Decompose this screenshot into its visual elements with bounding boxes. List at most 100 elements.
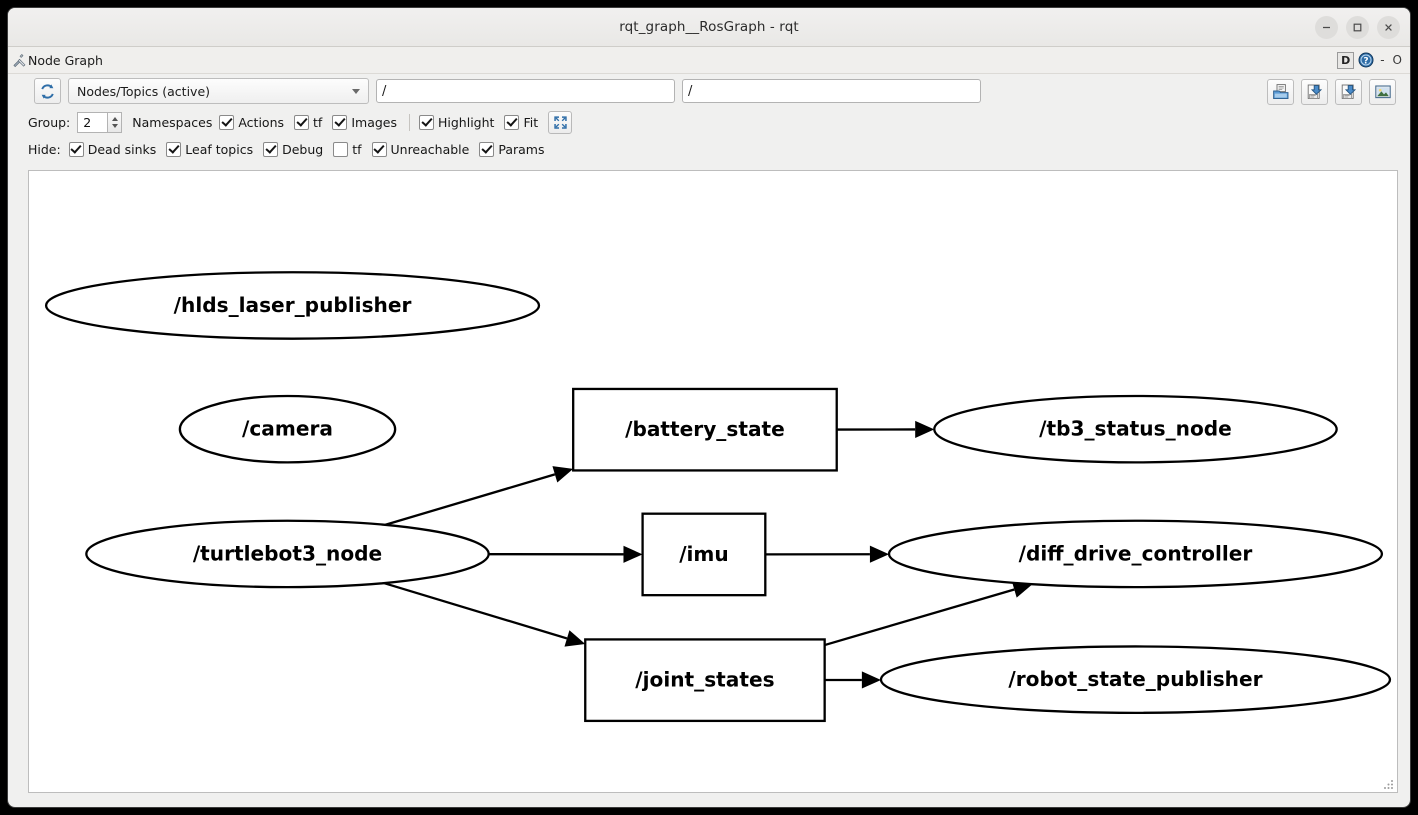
checkbox-fit-label: Fit (523, 114, 539, 130)
dock-widget-titlebar: Node Graph D ? - O (8, 47, 1410, 74)
checkbox-highlight-box[interactable] (419, 114, 434, 130)
arrowhead-icon (623, 545, 643, 563)
checkbox-fit-box[interactable] (504, 114, 520, 130)
save-dot-icon (1307, 84, 1322, 99)
checkbox-hide-dead-sinks[interactable]: Dead sinks (68, 141, 156, 157)
checkbox-hide-leaf-topics[interactable]: Leaf topics (166, 141, 253, 157)
graph-node-turtlebot3_node[interactable]: /turtlebot3_node (85, 519, 490, 589)
graph-type-value: Nodes/Topics (active) (77, 83, 211, 99)
close-icon (1385, 23, 1392, 31)
checkbox-tf[interactable]: tf (294, 114, 323, 130)
node-ellipse[interactable] (887, 519, 1384, 589)
hide-options-bar: Hide: Dead sinks Leaf topics Debug tf Un… (8, 136, 1410, 162)
graph-node-hlds_laser_publisher[interactable]: /hlds_laser_publisher (44, 271, 541, 340)
minimize-button[interactable] (1315, 15, 1338, 39)
save-dot-button[interactable] (1301, 79, 1328, 105)
resize-grip-icon[interactable] (1382, 778, 1394, 790)
graph-node-label: /camera (242, 417, 333, 441)
node-ellipse[interactable] (178, 394, 397, 464)
node-ellipse[interactable] (933, 394, 1338, 464)
topic-rect[interactable] (584, 638, 826, 723)
checkbox-hide-tf-box[interactable] (333, 141, 349, 157)
spin-down-icon[interactable] (111, 123, 118, 128)
image-icon (1374, 85, 1391, 99)
graph-node-joint_states[interactable]: /joint_states (584, 638, 826, 723)
graph-node-label: /imu (679, 542, 729, 566)
group-spinbox-value[interactable]: 2 (77, 111, 108, 133)
node-filter-input[interactable]: / (376, 79, 675, 103)
graph-node-robot_state_publisher[interactable]: /robot_state_publisher (879, 645, 1392, 715)
checkbox-hide-debug-box[interactable] (263, 141, 279, 157)
checkbox-highlight-label: Highlight (438, 114, 495, 130)
checkbox-highlight[interactable]: Highlight (419, 114, 495, 130)
checkbox-tf-label: tf (313, 114, 323, 130)
checkbox-actions-box[interactable] (219, 114, 235, 130)
topic-rect[interactable] (641, 512, 767, 597)
group-spinbox[interactable]: 2 (77, 111, 123, 133)
checkbox-images-label: Images (351, 114, 397, 130)
graph-node-battery_state[interactable]: /battery_state (572, 387, 838, 472)
fit-in-view-button[interactable] (548, 110, 573, 134)
group-label: Group: (28, 114, 71, 130)
checkbox-hide-unreachable-box[interactable] (371, 141, 387, 157)
graph-node-label: /robot_state_publisher (1008, 667, 1262, 691)
load-dot-button[interactable] (1267, 79, 1294, 105)
undock-button[interactable]: D (1337, 51, 1355, 69)
checkbox-hide-debug-label: Debug (282, 141, 324, 157)
graph-edge-turtlebot3_node-to-battery_state (384, 473, 556, 527)
dock-controls: D ? - O (1337, 47, 1404, 73)
hide-label: Hide: (28, 141, 61, 157)
toolbar-actions (1267, 79, 1396, 105)
checkbox-images-box[interactable] (332, 114, 348, 130)
checkbox-hide-params[interactable]: Params (479, 141, 544, 157)
node-ellipse[interactable] (879, 645, 1392, 715)
graph-node-camera[interactable]: /camera (178, 394, 397, 464)
graph-node-tb3_status_node[interactable]: /tb3_status_node (933, 394, 1338, 464)
graph-node-label: /turtlebot3_node (193, 541, 382, 565)
node-ellipse[interactable] (85, 519, 490, 589)
checkbox-hide-unreachable[interactable]: Unreachable (371, 141, 470, 157)
topic-filter-input[interactable]: / (682, 79, 981, 103)
refresh-icon (41, 83, 54, 99)
checkbox-hide-debug[interactable]: Debug (263, 141, 324, 157)
graph-node-layer: /hlds_laser_publisher/camera/battery_sta… (44, 271, 1392, 723)
save-as-svg-button[interactable] (1335, 79, 1362, 105)
application-window: rqt_graph__RosGraph - rqt (8, 8, 1410, 807)
ros-node-graph[interactable]: /hlds_laser_publisher/camera/battery_sta… (29, 171, 1397, 792)
node-ellipse[interactable] (44, 271, 541, 340)
dock-minimize-button[interactable]: - (1380, 53, 1385, 67)
dock-close-button[interactable]: O (1392, 53, 1402, 67)
spin-up-icon[interactable] (111, 116, 118, 121)
topic-rect[interactable] (572, 387, 838, 472)
help-icon[interactable]: ? (1358, 52, 1374, 68)
graph-node-diff_drive_controller[interactable]: /diff_drive_controller (887, 519, 1384, 589)
graph-node-label: /battery_state (625, 417, 785, 441)
graph-canvas[interactable]: /hlds_laser_publisher/camera/battery_sta… (28, 170, 1398, 793)
arrowhead-icon (861, 671, 881, 689)
refresh-button[interactable] (34, 78, 61, 104)
checkbox-actions[interactable]: Actions (219, 114, 285, 130)
checkbox-fit[interactable]: Fit (504, 114, 539, 130)
fit-in-view-icon (553, 115, 567, 129)
checkbox-hide-unreachable-label: Unreachable (390, 141, 470, 157)
checkbox-hide-tf-label: tf (352, 141, 362, 157)
checkbox-images[interactable]: Images (332, 114, 397, 130)
group-spinbox-buttons[interactable] (107, 111, 123, 133)
checkbox-hide-dead-sinks-box[interactable] (68, 141, 84, 157)
checkbox-hide-tf[interactable]: tf (333, 141, 362, 157)
checkbox-hide-leaf-topics-box[interactable] (166, 141, 182, 157)
maximize-icon (1353, 23, 1362, 31)
save-as-image-button[interactable] (1369, 79, 1396, 105)
checkbox-actions-label: Actions (238, 114, 285, 130)
namespaces-label: Namespaces (132, 114, 213, 130)
graph-node-imu[interactable]: /imu (641, 512, 767, 597)
arrowhead-icon (552, 466, 574, 483)
close-button[interactable] (1377, 15, 1400, 39)
graph-type-select[interactable]: Nodes/Topics (active) (68, 78, 369, 104)
graph-toolbar: Nodes/Topics (active) / / (8, 74, 1410, 108)
maximize-button[interactable] (1346, 15, 1369, 39)
graph-node-label: /joint_states (635, 668, 774, 692)
checkbox-tf-box[interactable] (294, 114, 310, 130)
checkbox-hide-params-box[interactable] (479, 141, 495, 157)
graph-edge-layer (383, 420, 1033, 689)
